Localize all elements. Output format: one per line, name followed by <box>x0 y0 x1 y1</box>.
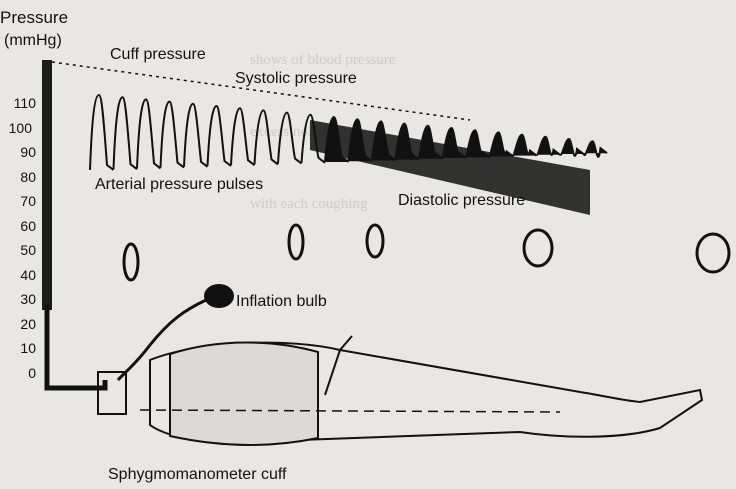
pulse-wave <box>490 132 514 156</box>
pulse-wave <box>231 108 255 165</box>
pulse-ellipse-icon <box>124 244 138 280</box>
valve-icon <box>98 372 126 414</box>
pulse-wave <box>184 104 208 167</box>
pulse-wave <box>513 135 537 156</box>
scale-tick-label: 30 <box>6 291 36 307</box>
scale-tick-label: 70 <box>6 193 36 209</box>
pulse-wave <box>208 106 232 166</box>
pulse-wave <box>560 139 584 156</box>
pulse-wave <box>278 113 302 164</box>
scale-tick-label: 20 <box>6 316 36 332</box>
scale-tick-label: 40 <box>6 267 36 283</box>
pulse-wave <box>161 102 185 168</box>
pulse-wave <box>537 137 561 155</box>
pulse-wave <box>114 97 138 169</box>
pressure-label: Pressure <box>0 8 68 28</box>
pulse-ellipse-icon <box>524 230 552 266</box>
pulse-ellipse-icon <box>289 225 303 259</box>
cuff-label: Sphygmomanometer cuff <box>108 466 286 484</box>
scale-tick-label: 100 <box>2 120 32 136</box>
pulse-ellipse-icon <box>697 234 729 272</box>
scale-tick-label: 0 <box>6 365 36 381</box>
pulse-wave <box>90 95 114 170</box>
inflation-bulb-label: Inflation bulb <box>236 293 327 311</box>
scale-tick-label: 90 <box>6 144 36 160</box>
scale-tick-label: 10 <box>6 340 36 356</box>
cuff-pressure-label: Cuff pressure <box>110 46 206 64</box>
inflation-bulb-icon <box>204 284 234 308</box>
unit-label: (mmHg) <box>4 32 62 50</box>
stethoscope-icon <box>325 336 352 395</box>
pulse-wave <box>137 99 161 168</box>
manometer-tube <box>47 305 105 388</box>
cuff-icon <box>170 343 318 445</box>
scale-tick-label: 50 <box>6 242 36 258</box>
mercury-column <box>42 60 52 310</box>
scale-tick-label: 80 <box>6 169 36 185</box>
scale-tick-label: 110 <box>6 95 36 111</box>
pulse-wave <box>255 110 279 164</box>
systolic-pressure-label: Systolic pressure <box>235 70 357 88</box>
pulse-ellipse-icon <box>367 225 383 257</box>
diastolic-pressure-label: Diastolic pressure <box>398 192 525 210</box>
arterial-pulses-label: Arterial pressure pulses <box>95 176 263 194</box>
scale-tick-label: 60 <box>6 218 36 234</box>
pulse-wave <box>584 141 608 157</box>
